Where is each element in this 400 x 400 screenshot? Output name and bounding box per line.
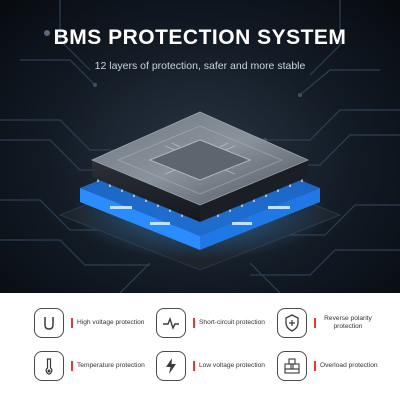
accent-bar xyxy=(314,318,316,328)
accent-bar xyxy=(314,361,316,371)
feature-label: Overload protection xyxy=(320,361,378,369)
feature-label: Temperature protection xyxy=(77,361,145,369)
accent-bar xyxy=(193,361,195,371)
accent-bar xyxy=(71,318,73,328)
glow-side-left xyxy=(80,188,200,250)
accent-bar xyxy=(193,318,195,328)
chip-side-right xyxy=(200,160,308,222)
thermometer-icon xyxy=(34,351,64,381)
feature-short-circuit: Short-circuit protection xyxy=(156,308,265,338)
shield-reverse-icon xyxy=(277,308,307,338)
u-letter-icon xyxy=(34,308,64,338)
protection-features-grid: High voltage protection Short-circuit pr… xyxy=(0,293,400,400)
chip-side-left xyxy=(92,160,200,222)
page-subtitle: 12 layers of protection, safer and more … xyxy=(94,60,306,72)
feature-label: Low voltage protection xyxy=(199,361,265,369)
feature-high-voltage: High voltage protection xyxy=(34,308,144,338)
feature-label: Reverse polarity protection xyxy=(324,314,372,330)
feature-reverse-polarity: Reverse polarity protection xyxy=(277,308,376,338)
hero-section: BMS PROTECTION SYSTEM 12 layers of prote… xyxy=(0,0,400,293)
lightning-icon xyxy=(156,351,186,381)
camera-dot xyxy=(44,30,50,36)
feature-label: High voltage protection xyxy=(77,318,145,326)
bms-chip-illustration xyxy=(0,0,400,293)
glow-side-right xyxy=(200,188,320,250)
feature-low-voltage: Low voltage protection xyxy=(156,351,265,381)
short-circuit-waveform-icon xyxy=(156,308,186,338)
overload-blocks-icon xyxy=(277,351,307,381)
feature-label: Short-circuit protection xyxy=(199,318,265,326)
accent-bar xyxy=(71,361,73,371)
page-title: BMS PROTECTION SYSTEM xyxy=(53,26,347,49)
glow-highlights xyxy=(110,206,290,225)
feature-overload: Overload protection xyxy=(277,351,378,381)
circuit-traces xyxy=(0,0,400,293)
feature-temperature: Temperature protection xyxy=(34,351,145,381)
